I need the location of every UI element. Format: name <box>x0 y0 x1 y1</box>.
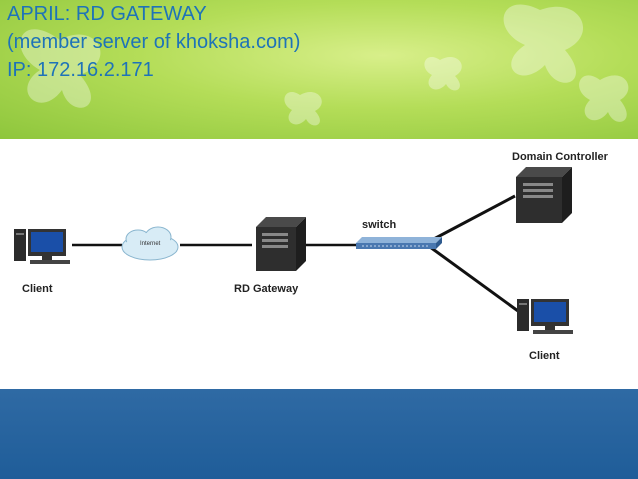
client-left-label: Client <box>22 283 53 295</box>
switch-label: switch <box>362 219 397 231</box>
internet-label: Internet <box>140 241 161 247</box>
domain-controller-server-icon <box>516 167 572 223</box>
slide-title-line-3: IP: 172.16.2.171 <box>7 59 154 81</box>
network-diagram: Client Internet RD Gateway switch <box>0 139 638 389</box>
slide-header-banner: APRIL: RD GATEWAY (member server of khok… <box>0 0 638 139</box>
switch-icon <box>356 237 442 249</box>
client-right-computer-icon <box>517 299 573 334</box>
client-right-label: Client <box>529 350 560 362</box>
link-switch-client <box>429 245 519 313</box>
slide-footer-band <box>0 389 638 479</box>
slide-title-line-2: (member server of khoksha.com) <box>7 31 301 53</box>
rd-gateway-label: RD Gateway <box>234 283 299 295</box>
client-left-computer-icon <box>14 229 70 264</box>
rd-gateway-server-icon <box>256 217 306 271</box>
internet-cloud-icon <box>121 226 179 261</box>
domain-controller-label: Domain Controller <box>512 151 609 163</box>
butterfly-decoration <box>20 4 629 126</box>
link-switch-dc <box>429 194 516 243</box>
slide-title-line-1: APRIL: RD GATEWAY <box>7 3 207 25</box>
